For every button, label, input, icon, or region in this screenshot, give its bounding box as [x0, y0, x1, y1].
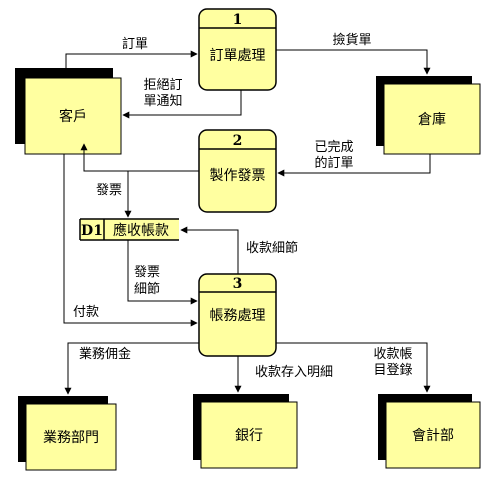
- process-2-invoicing[interactable]: 2 製作發票: [198, 129, 277, 213]
- entity-warehouse-label: 倉庫: [418, 111, 446, 128]
- flow-invoice-detail-line2: 細節: [134, 282, 160, 297]
- flow-deposit-label: 收款存入明細: [255, 365, 333, 380]
- flow-order-label: 訂單: [122, 36, 148, 52]
- process-2-name: 製作發票: [210, 168, 266, 184]
- process-1-number: 1: [233, 12, 243, 28]
- flow-invoice-detail: 發票 細節: [127, 240, 198, 305]
- flow-ledger-line1: 收款帳: [373, 347, 412, 362]
- flow-ledger-line2: 目登錄: [373, 363, 412, 378]
- flow-payment: 付款: [63, 154, 198, 327]
- process-3-name: 帳務處理: [210, 308, 266, 324]
- entity-customer[interactable]: 客戶: [15, 68, 122, 155]
- process-2-number: 2: [233, 133, 243, 149]
- process-1-name: 訂單處理: [210, 48, 266, 64]
- flow-rejection-line2: 單通知: [143, 93, 182, 109]
- process-3-number: 3: [233, 276, 243, 292]
- flow-commission: 業務佣金: [64, 342, 199, 395]
- flow-order: 訂單: [65, 36, 198, 68]
- datastore-accounts-receivable[interactable]: D1 應收帳款: [79, 218, 179, 241]
- process-1-order-processing[interactable]: 1 訂單處理: [198, 8, 277, 91]
- flow-completed-orders: 已完成 的訂單: [277, 140, 431, 177]
- flow-completed-line2: 的訂單: [314, 155, 353, 171]
- flow-commission-label: 業務佣金: [79, 346, 131, 362]
- flow-rejection-line1: 拒絕訂: [143, 77, 182, 93]
- flow-invoice-detail-line1: 發票: [134, 265, 160, 280]
- flow-deposit: 收款存入明細: [234, 356, 333, 393]
- entity-accounting-label: 會計部: [412, 428, 454, 444]
- flow-completed-line1: 已完成: [314, 140, 353, 155]
- flow-receipt-detail: 收款細節: [180, 226, 298, 274]
- entity-bank-label: 銀行: [235, 428, 263, 444]
- flow-invoice-to-customer: [80, 143, 199, 172]
- entity-customer-label: 客戶: [59, 108, 87, 125]
- flow-invoice-label: 發票: [96, 183, 122, 198]
- entity-bank[interactable]: 銀行: [193, 394, 298, 469]
- flow-rejection-notice: 拒絕訂 單通知: [122, 77, 242, 119]
- flow-picking-label: 撿貨單: [332, 32, 371, 48]
- flow-invoice-to-store: 發票: [96, 171, 132, 218]
- entity-warehouse[interactable]: 倉庫: [376, 76, 481, 155]
- entity-sales[interactable]: 業務部門: [18, 396, 117, 471]
- flow-ledger-entry: 收款帳 目登錄: [276, 342, 431, 393]
- process-3-accounting[interactable]: 3 帳務處理: [198, 273, 277, 357]
- flow-payment-label: 付款: [73, 305, 99, 320]
- entity-accounting[interactable]: 會計部: [378, 394, 481, 469]
- flow-picking-list: 撿貨單: [276, 32, 431, 75]
- flow-receipt-label: 收款細節: [246, 241, 298, 256]
- entity-sales-label: 業務部門: [43, 430, 99, 446]
- datastore-id: D1: [81, 223, 103, 239]
- datastore-name: 應收帳款: [113, 222, 169, 239]
